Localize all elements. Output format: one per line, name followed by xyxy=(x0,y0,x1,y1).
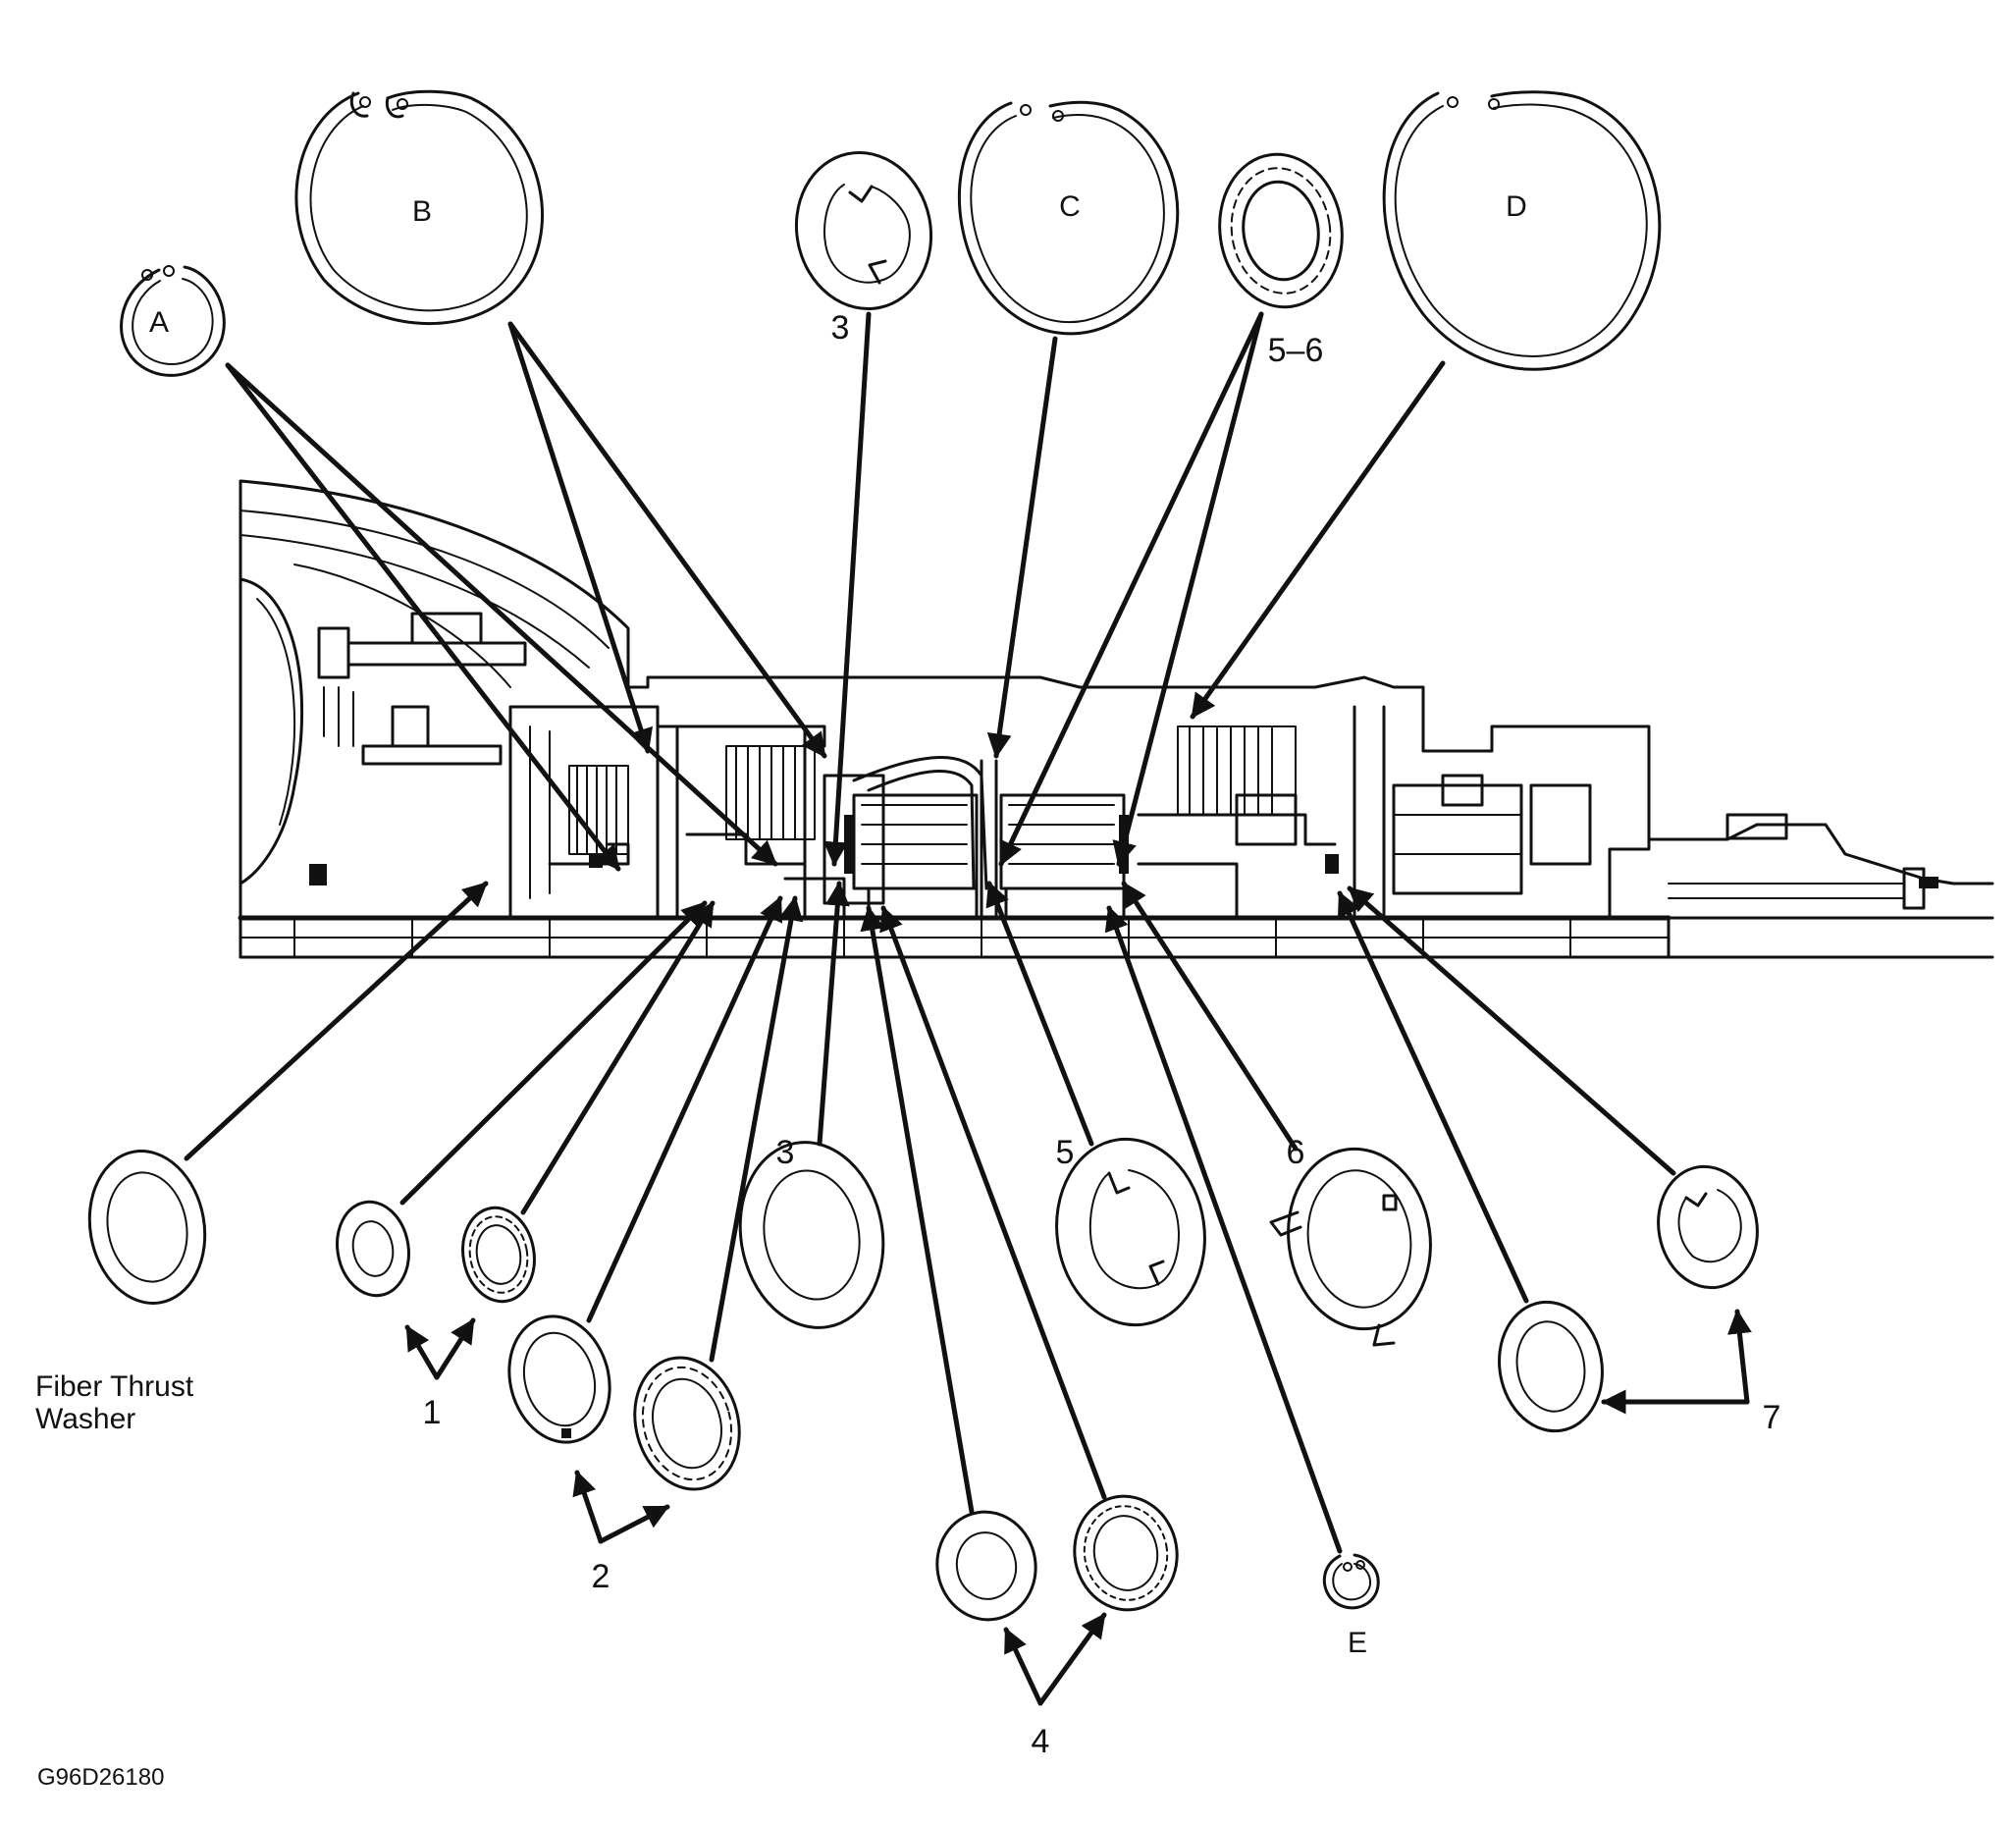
thrust-bearing-5-6: 5–6 xyxy=(1218,152,1344,369)
washer-5-label: 5 xyxy=(1056,1134,1075,1171)
planetary-gearset-rear xyxy=(999,793,1126,920)
thrust-washer-3-top: 3 xyxy=(794,150,933,347)
thrust-washer-3-bottom: 3 xyxy=(738,1134,885,1329)
output-shaft xyxy=(1647,813,1994,959)
snap-ring-c-label: C xyxy=(1059,190,1081,223)
snap-ring-d-label: D xyxy=(1506,190,1527,223)
thrust-washer-pair-4: 4 xyxy=(935,1494,1179,1760)
thrust-washer-5: 5 xyxy=(1055,1134,1206,1327)
snap-ring-e: E xyxy=(1322,1553,1380,1659)
leader-lines xyxy=(184,311,1676,1554)
washer-1-label: 1 xyxy=(423,1394,442,1431)
washer-7-label: 7 xyxy=(1763,1399,1781,1436)
fiber-thrust-washer-label-line2: Washer xyxy=(35,1403,135,1435)
fiber-thrust-washer-label-line1: Fiber Thrust xyxy=(35,1370,194,1403)
figure-code: G96D26180 xyxy=(37,1764,164,1791)
snap-ring-e-label: E xyxy=(1348,1627,1367,1659)
thrust-washer-pair-7: 7 xyxy=(1498,1164,1781,1436)
washer-4-label: 4 xyxy=(1032,1723,1050,1760)
thrust-washer-pair-2: 2 xyxy=(507,1314,741,1595)
snap-ring-b-label: B xyxy=(412,195,432,228)
snap-ring-b: B xyxy=(294,89,544,325)
snap-ring-d: D xyxy=(1382,90,1662,371)
snap-ring-c: C xyxy=(957,100,1180,336)
washer-3-bottom-label: 3 xyxy=(776,1134,795,1171)
bearing-5-6-label: 5–6 xyxy=(1268,332,1324,369)
planetary-gearset-front xyxy=(852,793,979,920)
snap-ring-a-label: A xyxy=(149,306,169,339)
clutch-pack-b xyxy=(725,745,816,840)
washer-3-top-label: 3 xyxy=(831,309,850,347)
thrust-washer-6: 6 xyxy=(1269,1134,1432,1347)
snap-ring-a: A xyxy=(120,265,226,377)
thrust-washer-pair-1: 1 xyxy=(336,1200,536,1431)
fiber-thrust-washer: Fiber Thrust Washer xyxy=(35,1150,207,1435)
washer-2-label: 2 xyxy=(592,1558,610,1595)
